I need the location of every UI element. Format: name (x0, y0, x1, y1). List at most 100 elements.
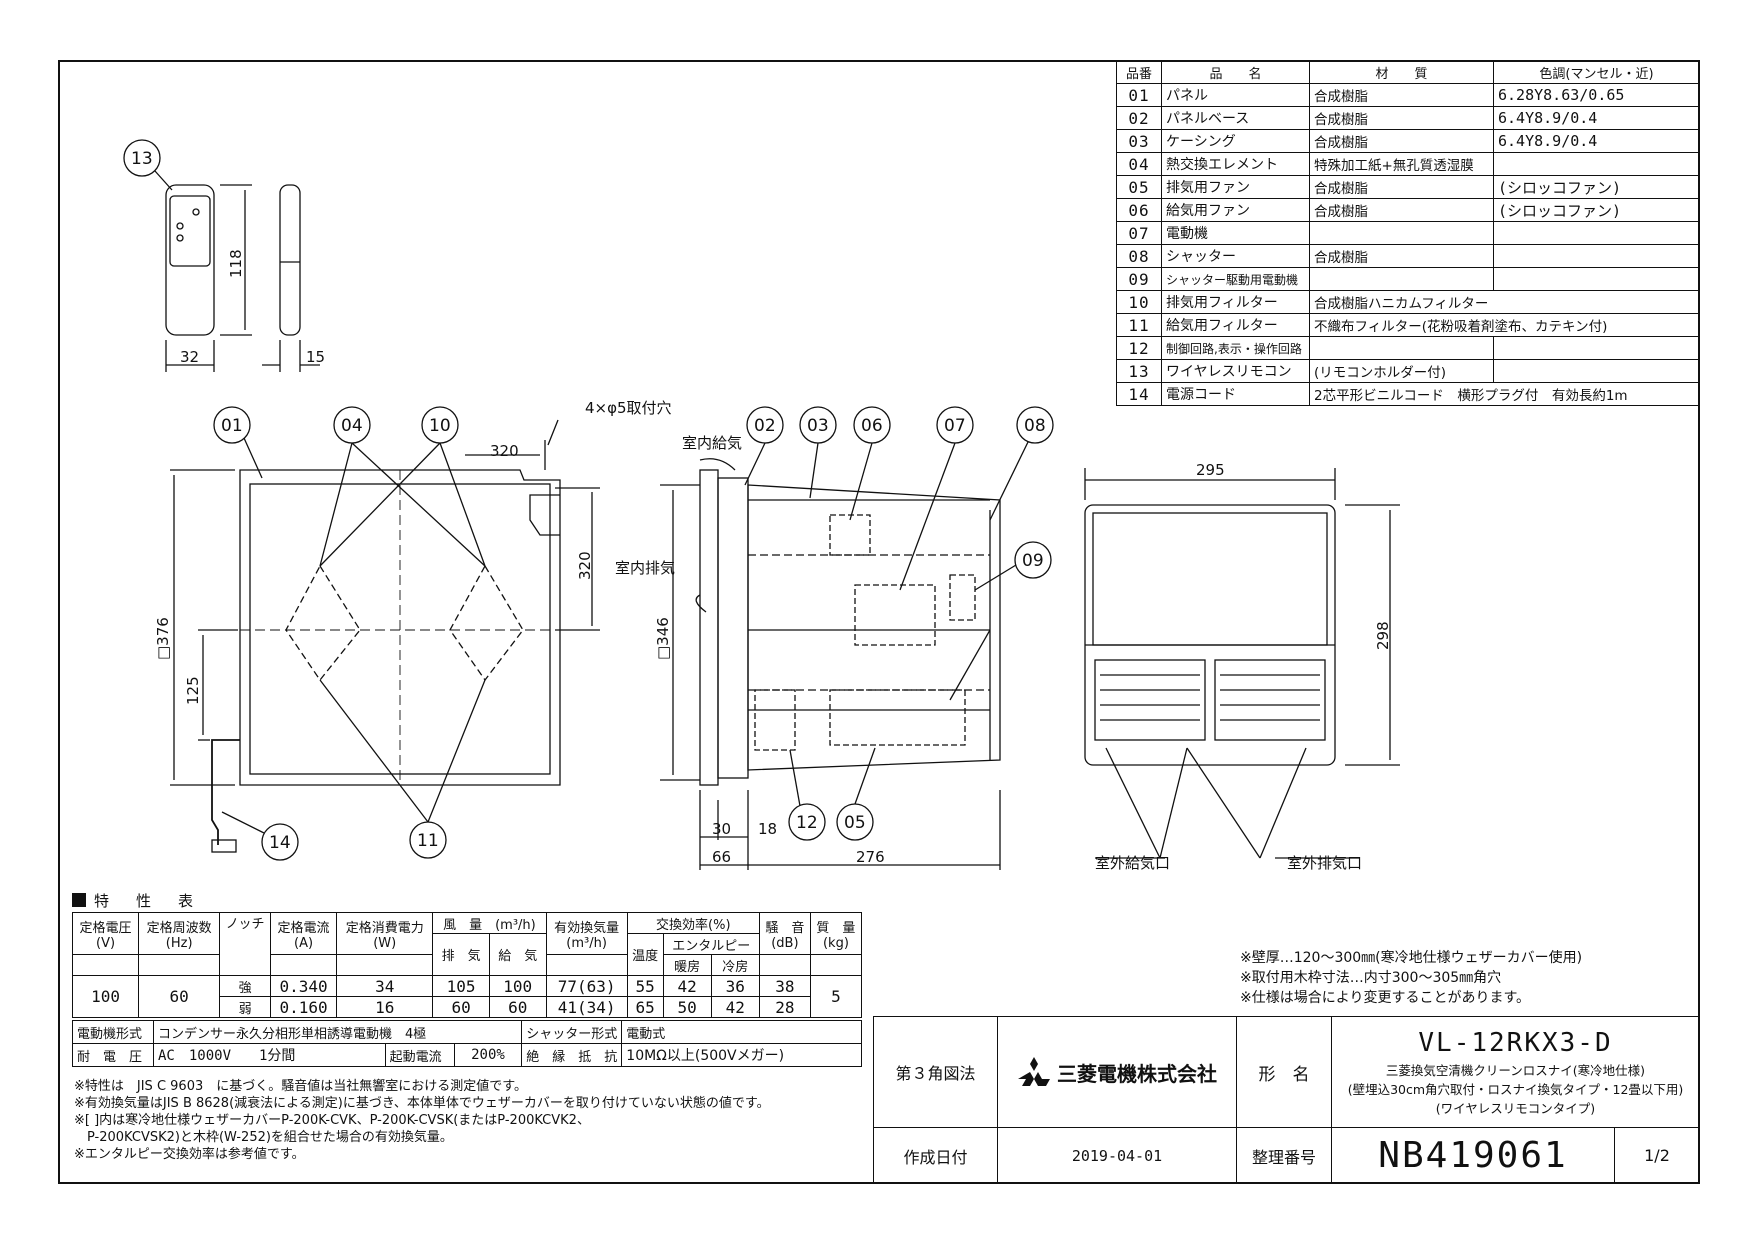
h-exchange: 交換効率(%) (626, 912, 760, 934)
callout-02: 02 (754, 416, 776, 436)
part-name: ケーシング (1161, 129, 1310, 153)
part-color: (シロッコファン) (1493, 175, 1700, 199)
model-number: VL-12RKX3-D (1418, 1027, 1613, 1058)
note-line: ※仕様は場合により変更することがあります。 (1240, 990, 1531, 1006)
part-no: 09 (1116, 267, 1162, 291)
insulation-value: 10MΩ以上(500Vメガー) (621, 1043, 862, 1067)
indoor-exhaust-label: 室内排気 (615, 559, 675, 577)
val-cool: 42 (710, 996, 760, 1018)
blank-cell (336, 954, 434, 976)
motor-value: コンデンサー永久分相形単相誘導電動機 4極 (152, 1020, 523, 1044)
install-notes: ※壁厚…120～300㎜(寒冷地仕様ウェザーカバー使用) ※取付用木枠寸法…内寸… (1240, 948, 1582, 1008)
val-current: 0.160 (269, 996, 338, 1018)
part-no: 04 (1116, 152, 1162, 176)
document-number: NB419061 (1331, 1127, 1615, 1184)
part-material: 合成樹脂ハニカムフィルター (1309, 290, 1700, 314)
projection-method: 第３角図法 (873, 1016, 998, 1128)
h-freq: 定格周波数(Hz) (138, 912, 221, 955)
val-freq: 60 (138, 975, 221, 1018)
val-temp: 65 (626, 996, 664, 1018)
spec-title-text: 特 性 表 (94, 892, 200, 910)
withstand-value: AC 1000V 1分間 (153, 1043, 386, 1067)
part-material (1309, 267, 1494, 291)
part-material: 特殊加工紙+無孔質透湿膜 (1309, 152, 1494, 176)
callout-05: 05 (844, 813, 866, 833)
part-name: シャッター駆動用電動機 (1161, 267, 1310, 291)
h-enthalpy: エンタルピー (662, 933, 760, 955)
part-material: (リモコンホルダー付) (1309, 359, 1494, 383)
val-exhaust: 60 (432, 996, 490, 1018)
h-temp: 温度 (626, 933, 664, 976)
val-temp: 55 (626, 975, 664, 997)
part-color (1493, 359, 1700, 383)
val-noise: 28 (758, 996, 811, 1018)
callout-04: 04 (341, 416, 363, 436)
h-heating: 暖房 (662, 954, 712, 976)
h-airflow: 風 量 (m³/h) (432, 912, 547, 934)
part-no: 12 (1116, 336, 1162, 360)
h-supply: 給 気 (488, 933, 547, 976)
part-name: パネルベース (1161, 106, 1310, 130)
part-name: 給気用ファン (1161, 198, 1310, 222)
outdoor-supply-label: 室外給気口 (1095, 854, 1170, 872)
part-material: 合成樹脂 (1309, 244, 1494, 268)
inrush-value: 200% (453, 1043, 523, 1067)
part-color (1493, 244, 1700, 268)
val-cool: 36 (710, 975, 760, 997)
model-desc-3: (ワイヤレスリモコンタイプ) (1435, 1100, 1596, 1116)
callout-10: 10 (429, 416, 451, 436)
company-block: 三菱電機株式会社 (997, 1016, 1237, 1128)
note-line: ※特性は JIS C 9603 に基づく。騒音値は当社無響室における測定値です。 (74, 1079, 527, 1094)
date-value: 2019-04-01 (997, 1127, 1237, 1184)
number-label: 整理番号 (1236, 1127, 1332, 1184)
dim-295: 295 (1196, 461, 1225, 479)
dim-18: 18 (758, 820, 777, 838)
dim-276: 276 (856, 848, 885, 866)
val-supply: 60 (488, 996, 547, 1018)
h-mass: 質 量(kg) (809, 912, 863, 955)
part-color: 6.4Y8.9/0.4 (1493, 106, 1700, 130)
val-notch: 強 (219, 975, 271, 997)
note-line: P-200KCVSK2)と木枠(W-252)を組合せた場合の有効換気量。 (74, 1130, 453, 1145)
part-name: 電源コード (1161, 382, 1310, 406)
dim-118: 118 (227, 249, 245, 278)
part-material (1309, 221, 1494, 245)
shutter-value: 電動式 (621, 1020, 862, 1044)
part-name: 排気用フィルター (1161, 290, 1310, 314)
h-noise: 騒 音(dB) (758, 912, 811, 955)
h-exhaust: 排 気 (432, 933, 490, 976)
part-material: 合成樹脂 (1309, 83, 1494, 107)
blank-cell (545, 954, 628, 976)
outdoor-exhaust-label: 室外排気口 (1287, 854, 1362, 872)
title-block: 第３角図法 三菱電機株式会社 形 名 VL-12RKX3-D 三菱換気空清機クリ… (873, 1016, 1700, 1184)
part-no: 02 (1116, 106, 1162, 130)
h-voltage: 定格電圧(V) (71, 912, 140, 955)
callout-13: 13 (131, 149, 153, 169)
callout-09: 09 (1022, 551, 1044, 571)
blank-cell (758, 954, 811, 976)
shutter-label: シャッター形式 (521, 1020, 623, 1044)
part-color: (シロッコファン) (1493, 198, 1700, 222)
callout-01: 01 (221, 416, 243, 436)
part-no: 01 (1116, 83, 1162, 107)
part-name: ワイヤレスリモコン (1161, 359, 1310, 383)
square-bullet-icon (72, 893, 86, 907)
val-eff: 77(63) (545, 975, 628, 997)
val-power: 16 (336, 996, 434, 1018)
model-desc-1: 三菱換気空清機クリーンロスナイ(寒冷地仕様) (1385, 1062, 1646, 1078)
note-line: ※[ ]内は寒冷地仕様ウェザーカバーP-200K-CVK、P-200K-CVSK… (74, 1113, 590, 1128)
val-heat: 42 (662, 975, 712, 997)
part-no: 03 (1116, 129, 1162, 153)
val-notch: 弱 (219, 996, 271, 1018)
company-name: 三菱電機株式会社 (1057, 1061, 1217, 1086)
val-current: 0.340 (269, 975, 338, 997)
model-label: 形 名 (1236, 1016, 1332, 1128)
blank-cell (138, 954, 221, 976)
